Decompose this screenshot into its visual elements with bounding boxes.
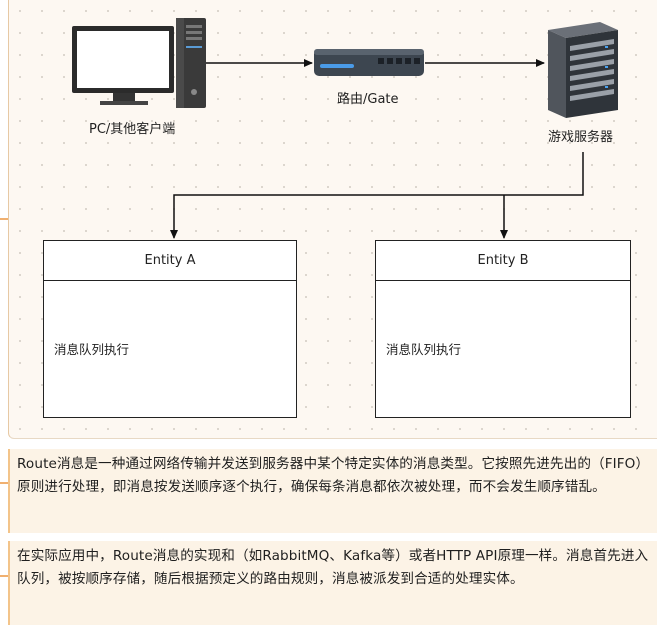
paragraph-practical-use: 在实际应用中，Route消息的实现和（如RabbitMQ、Kafka等）或者HT… <box>8 541 657 625</box>
entity-a-title: Entity A <box>44 241 296 281</box>
router-label: 路由/Gate <box>337 92 399 107</box>
client-label: PC/其他客户端 <box>89 122 176 137</box>
server-label: 游戏服务器 <box>548 130 614 145</box>
entity-a-box: Entity A 消息队列执行 <box>43 240 297 418</box>
side-marker <box>0 482 8 484</box>
desktop-computer-icon <box>72 18 206 108</box>
arrow-server-to-entity-a <box>170 152 584 239</box>
entity-b-body: 消息队列执行 <box>386 342 462 357</box>
server-rack-icon <box>548 22 618 118</box>
side-marker <box>0 575 8 577</box>
entity-b-box: Entity B 消息队列执行 <box>375 240 631 418</box>
diagram-svg <box>72 18 618 239</box>
side-marker <box>0 218 8 220</box>
router-icon <box>314 49 424 76</box>
entity-b-title: Entity B <box>376 241 630 281</box>
entity-a-body: 消息队列执行 <box>54 342 130 357</box>
paragraph-route-message: Route消息是一种通过网络传输并发送到服务器中某个特定实体的消息类型。它按照先… <box>8 449 657 533</box>
